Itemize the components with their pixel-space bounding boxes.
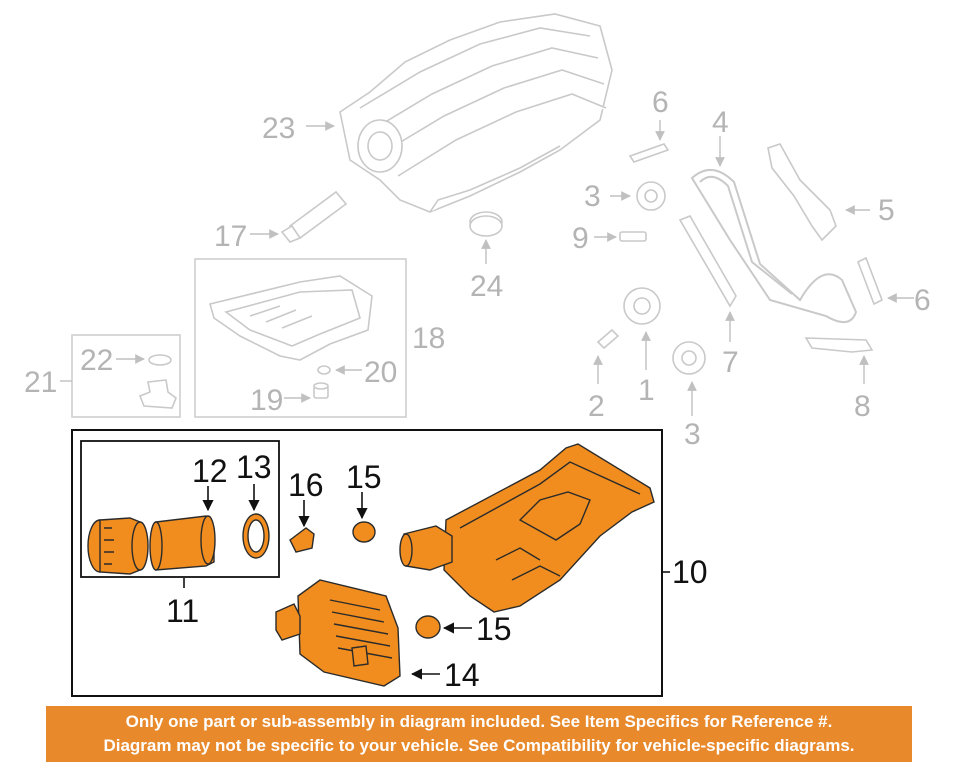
upper-oil-pan-icon: [209, 275, 373, 361]
callout-24: 24: [470, 270, 503, 303]
seal-16-icon: [289, 527, 315, 553]
disclaimer-line-2: Diagram may not be specific to your vehi…: [103, 736, 855, 755]
seal-ring-24-icon: [469, 211, 503, 237]
callout-7: 7: [722, 346, 739, 379]
filter-kit-box-11: [80, 440, 280, 578]
assembly-leaders: [183, 484, 670, 680]
callout-17: 17: [214, 220, 247, 253]
oil-pan-icon: [399, 443, 655, 613]
callout-19: 19: [250, 384, 283, 417]
disclaimer-line-1: Only one part or sub-assembly in diagram…: [125, 712, 833, 731]
bolt-2-icon: [596, 328, 620, 350]
group-box-21: [71, 334, 181, 418]
chain-guide-7-icon: [678, 214, 737, 308]
callout-3a: 3: [584, 180, 601, 213]
drain-plug-19-icon: [313, 382, 329, 399]
oil-cooler-icon: [275, 579, 401, 687]
callout-13: 13: [236, 449, 272, 485]
crank-sprocket-1-icon: [623, 287, 661, 325]
o-ring-13-icon: [242, 513, 270, 559]
callout-5: 5: [878, 194, 895, 227]
callout-22: 22: [80, 344, 113, 377]
callout-9: 9: [572, 222, 589, 255]
plug-15a-icon: [352, 521, 376, 543]
camshaft-sprocket-3a-icon: [636, 181, 666, 211]
timing-chain-icon: [690, 169, 858, 323]
callout-11: 11: [166, 593, 199, 629]
oil-level-sensor-icon: [138, 354, 177, 409]
ghost-leaders: [60, 120, 914, 416]
ghost-callouts: 23 6 4 3 5 17 9 24 6 18 22 21 20 19 2 1 …: [24, 86, 931, 451]
oil-filter-icon: [149, 515, 216, 571]
intake-manifold-icon: [339, 13, 613, 213]
callout-6b: 6: [914, 284, 931, 317]
callout-16: 16: [288, 467, 324, 503]
callout-1: 1: [638, 374, 655, 407]
callout-10: 10: [672, 554, 708, 590]
guide-rail-8-icon: [804, 337, 874, 353]
sealant-tube-icon: [280, 190, 348, 243]
sprocket-3b-icon: [672, 341, 706, 375]
callout-12: 12: [192, 453, 228, 489]
assembly-callouts: 12 13 16 15 10 11 15 14: [166, 449, 708, 693]
callout-15a: 15: [346, 459, 382, 495]
callout-6a: 6: [652, 86, 669, 119]
assembly-box-10: [71, 429, 663, 697]
callout-4: 4: [712, 106, 729, 139]
callout-21: 21: [24, 366, 57, 399]
disclaimer-banner: Only one part or sub-assembly in diagram…: [46, 706, 912, 762]
group-box-18: [194, 258, 407, 418]
oil-filter-cap-icon: [87, 517, 149, 575]
callout-18: 18: [412, 322, 445, 355]
bolt-9-icon: [619, 231, 647, 242]
callout-23: 23: [262, 112, 295, 145]
callout-20: 20: [364, 356, 397, 389]
callout-2: 2: [588, 390, 605, 423]
callout-8: 8: [854, 390, 871, 423]
callout-14: 14: [444, 657, 480, 693]
timing-guide-6a-icon: [628, 143, 670, 163]
plug-15b-icon: [415, 615, 441, 639]
callout-15b: 15: [476, 611, 512, 647]
timing-guide-6b-icon: [856, 256, 884, 306]
washer-20-icon: [317, 365, 331, 375]
tensioner-5-icon: [767, 143, 837, 242]
callout-3b: 3: [684, 418, 701, 451]
